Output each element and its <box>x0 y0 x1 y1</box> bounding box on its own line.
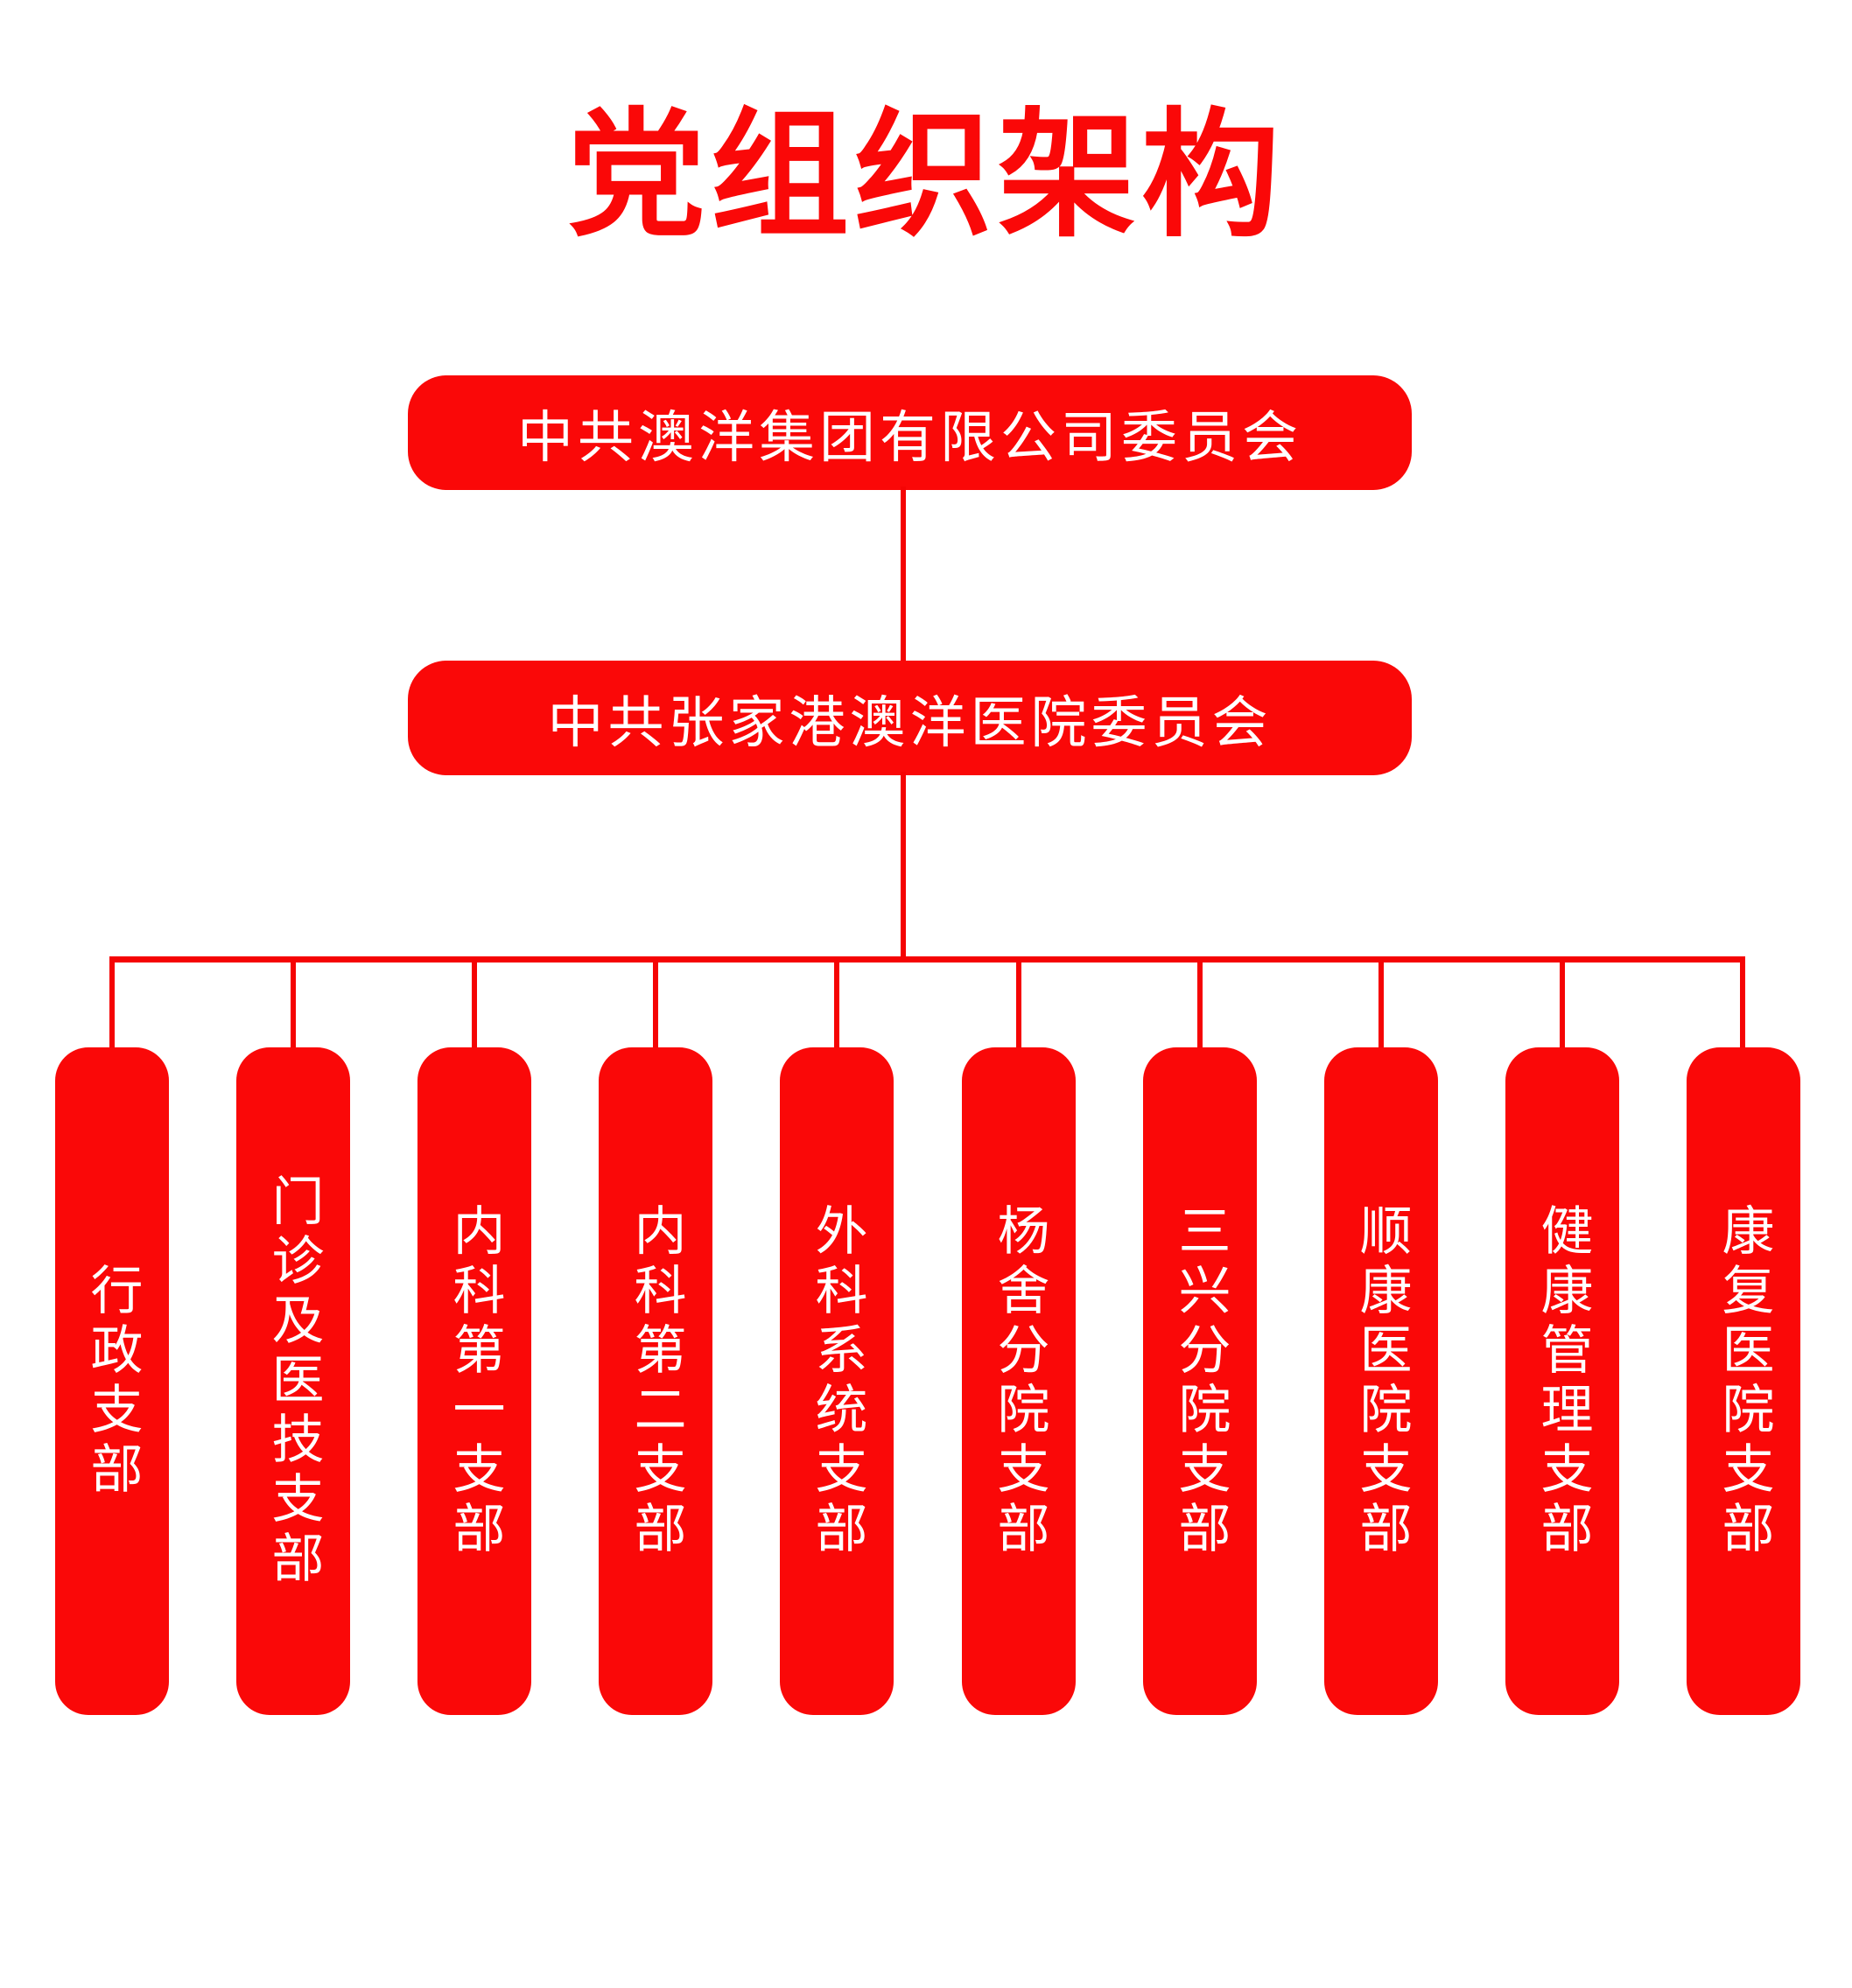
org-node-branch: 外科系统支部 <box>780 1047 894 1715</box>
connector-branches-bus <box>109 956 1745 962</box>
org-node-branch: 健康管理支部 <box>1505 1047 1619 1715</box>
org-node-label: 外科系统支部 <box>808 1202 866 1560</box>
org-node-branch: 行政支部 <box>55 1047 169 1715</box>
connector-branch-drop <box>291 956 296 1049</box>
org-node-label: 门诊及医技支部 <box>264 1172 323 1590</box>
org-node-branch: 门诊及医技支部 <box>236 1047 350 1715</box>
connector-branch-drop <box>653 956 658 1049</box>
connector-root-to-hospital <box>901 486 906 663</box>
org-node-branch: 内科第一支部 <box>417 1047 531 1715</box>
org-node-group-committee: 中共澳洋集团有限公司委员会 <box>408 375 1412 490</box>
org-node-label: 内科第一支部 <box>445 1202 504 1560</box>
org-node-label: 行政支部 <box>83 1262 142 1501</box>
org-node-label: 康复医院支部 <box>1715 1202 1773 1560</box>
connector-branch-drop <box>472 956 477 1049</box>
page-title: 党组织架构 <box>567 99 1285 253</box>
connector-branch-drop <box>1197 956 1203 1049</box>
org-node-branch: 顺康医院支部 <box>1324 1047 1438 1715</box>
connector-hospital-to-bus <box>901 772 906 959</box>
connector-branch-drop <box>109 956 115 1049</box>
org-node-label: 顺康医院支部 <box>1352 1202 1411 1560</box>
org-node-label: 杨舍分院支部 <box>990 1202 1049 1560</box>
org-node-branch: 康复医院支部 <box>1687 1047 1800 1715</box>
connector-branch-drop <box>1740 956 1745 1049</box>
org-node-branch: 杨舍分院支部 <box>962 1047 1076 1715</box>
connector-branch-drop <box>1560 956 1565 1049</box>
connector-branch-drop <box>1378 956 1384 1049</box>
org-node-hospital-committee: 中共张家港澳洋医院委员会 <box>408 661 1412 775</box>
org-node-label: 中共澳洋集团有限公司委员会 <box>517 405 1302 469</box>
org-node-label: 内科第二支部 <box>627 1202 685 1560</box>
org-node-label: 三兴分院支部 <box>1171 1202 1230 1560</box>
org-node-label: 健康管理支部 <box>1533 1202 1592 1560</box>
connector-branch-drop <box>1016 956 1021 1049</box>
connector-branch-drop <box>834 956 839 1049</box>
org-node-branch: 内科第二支部 <box>599 1047 712 1715</box>
org-node-label: 中共张家港澳洋医院委员会 <box>547 690 1273 754</box>
org-node-branch: 三兴分院支部 <box>1143 1047 1257 1715</box>
